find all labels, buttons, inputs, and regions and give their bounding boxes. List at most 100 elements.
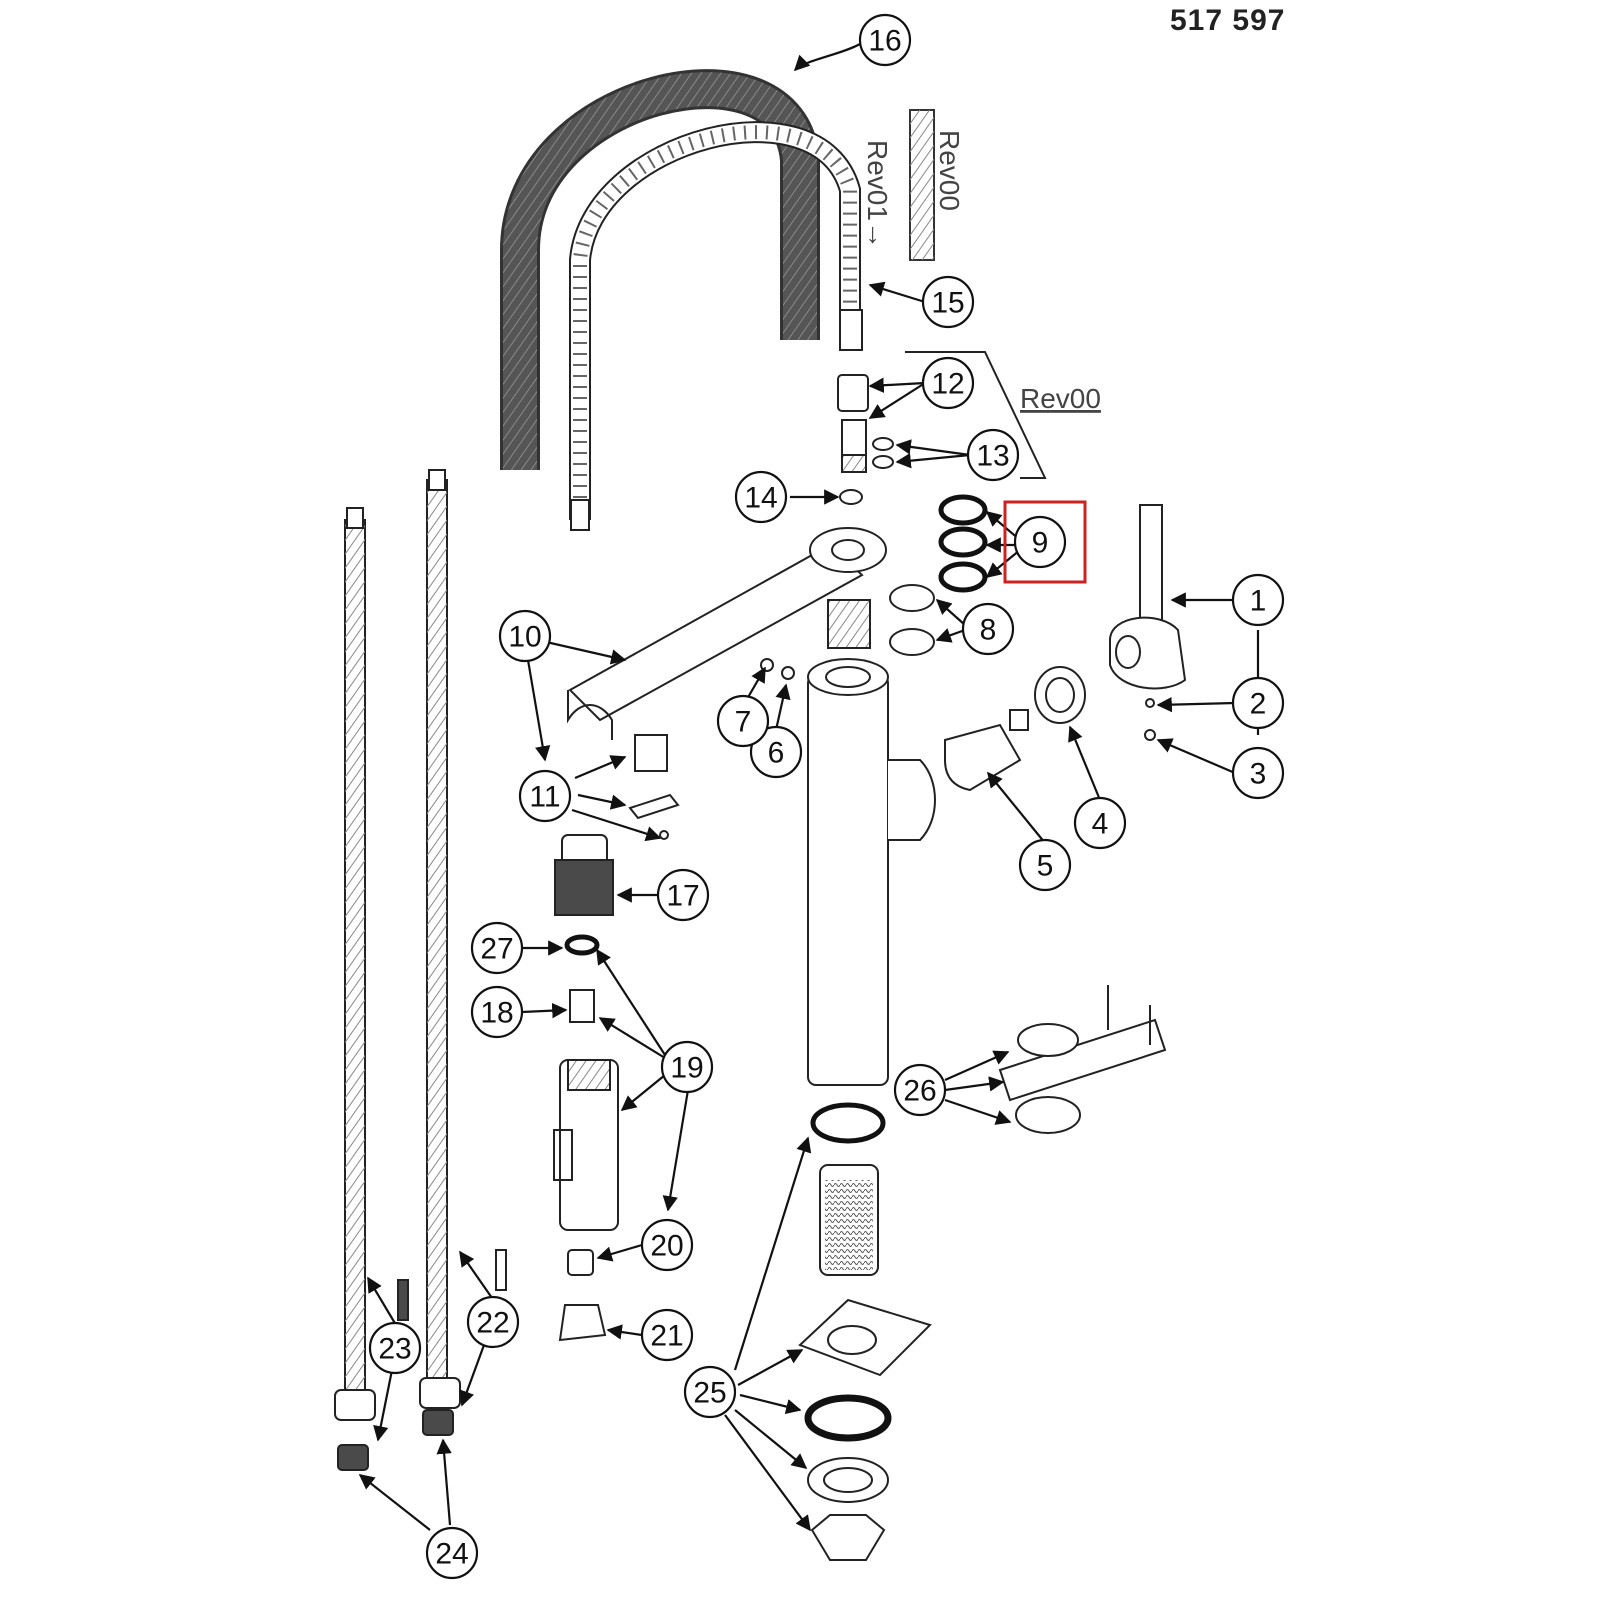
callout-number: 3	[1250, 758, 1267, 791]
rev00-bracket	[905, 351, 1047, 479]
callout-circle	[640, 1308, 694, 1362]
callout-circle	[470, 921, 524, 975]
callout-8: 8	[961, 602, 1015, 656]
callout-7: 7	[716, 694, 770, 748]
callout-circle	[961, 602, 1015, 656]
callout-15: 15	[921, 275, 975, 329]
callout-circle	[470, 985, 524, 1039]
rings-part-8	[889, 584, 935, 656]
callout-1: 1	[1231, 573, 1285, 627]
callout-2: 2	[1231, 676, 1285, 730]
pull-out-hose-part-15	[569, 121, 863, 531]
rev00-label: Rev00	[1020, 383, 1101, 414]
callout-circle	[498, 609, 552, 663]
callout-13: 13	[966, 428, 1020, 482]
hose-spring-rev00	[909, 109, 935, 261]
callout-5: 5	[1018, 838, 1072, 892]
rev00-spring-label: Rev00	[934, 130, 965, 211]
callout-circle	[1013, 515, 1067, 569]
callout-9: 9	[1013, 515, 1067, 569]
callout-circle	[716, 694, 770, 748]
callout-26: 26	[893, 1063, 947, 1117]
callout-number: 25	[693, 1377, 726, 1410]
callout-number: 12	[931, 368, 964, 401]
callout-circle	[1231, 746, 1285, 800]
mounting-parts-25-26	[798, 985, 1167, 1561]
callout-circle	[683, 1365, 737, 1419]
callout-24: 24	[425, 1526, 479, 1580]
callout-number: 19	[670, 1052, 703, 1085]
part-9-highlight	[1003, 500, 1087, 584]
callout-17: 17	[656, 868, 710, 922]
callout-22: 22	[466, 1295, 520, 1349]
callout-circle	[734, 470, 788, 524]
callout-25: 25	[683, 1365, 737, 1419]
callout-12: 12	[921, 356, 975, 410]
callout-number: 4	[1092, 808, 1109, 841]
callout-number: 11	[529, 781, 560, 814]
callout-circle	[1073, 796, 1127, 850]
callout-circle	[518, 769, 572, 823]
callout-circle	[858, 13, 912, 67]
callout-circle	[1018, 838, 1072, 892]
callout-number: 14	[744, 482, 777, 515]
callout-number: 18	[480, 997, 513, 1030]
callout-4: 4	[1073, 796, 1127, 850]
callout-circle	[893, 1063, 947, 1117]
callout-3: 3	[1231, 746, 1285, 800]
aerator-parts-17-21-27	[553, 834, 619, 1342]
o-rings-part-9	[938, 494, 988, 593]
callout-circle	[640, 1218, 694, 1272]
rev01-label: Rev01→	[862, 140, 893, 249]
callout-number: 20	[650, 1230, 683, 1263]
callout-circle	[660, 1040, 714, 1094]
swivel-arm-part-10	[567, 527, 887, 740]
callout-circle	[966, 428, 1020, 482]
spout-sleeve-part-16	[500, 69, 820, 470]
callout-number: 16	[868, 25, 901, 58]
callout-14: 14	[734, 470, 788, 524]
callout-number: 24	[435, 1538, 468, 1571]
document-number: 517 597	[1170, 4, 1286, 37]
callout-16: 16	[858, 13, 912, 67]
handle-cartridge-parts-1-5	[944, 504, 1187, 792]
callout-circle	[921, 356, 975, 410]
callout-circle	[749, 725, 803, 779]
callout-circle	[425, 1526, 479, 1580]
callouts: 1234567891011121314151617181920212223242…	[368, 13, 1285, 1580]
callout-number: 17	[666, 880, 699, 913]
faucet-body	[807, 658, 936, 1086]
callout-number: 26	[903, 1075, 936, 1108]
small-parts-6-7-11	[628, 658, 795, 840]
callout-number: 7	[735, 706, 752, 739]
callout-20: 20	[640, 1218, 694, 1272]
callout-number: 13	[976, 440, 1009, 473]
callout-number: 2	[1250, 688, 1267, 721]
callout-21: 21	[640, 1308, 694, 1362]
callout-number: 27	[480, 933, 513, 966]
callout-number: 9	[1032, 527, 1049, 560]
callout-number: 15	[931, 287, 964, 320]
callout-circle	[1231, 676, 1285, 730]
callout-23: 23	[368, 1321, 422, 1375]
callout-circle	[921, 275, 975, 329]
callout-6: 6	[749, 725, 803, 779]
supply-hoses-parts-22-24	[334, 469, 507, 1471]
callout-number: 23	[378, 1333, 411, 1366]
callout-number: 21	[650, 1320, 683, 1353]
callout-number: 6	[768, 737, 785, 770]
callout-19: 19	[660, 1040, 714, 1094]
callout-number: 1	[1250, 585, 1267, 618]
callout-11: 11	[518, 769, 572, 823]
callout-circle	[1231, 573, 1285, 627]
callout-number: 5	[1037, 850, 1054, 883]
callout-number: 10	[508, 621, 541, 654]
callout-number: 22	[476, 1307, 509, 1340]
callout-27: 27	[470, 921, 524, 975]
callout-number: 8	[980, 614, 997, 647]
connector-parts-12-13-14	[837, 374, 894, 505]
callout-10: 10	[498, 609, 552, 663]
callout-18: 18	[470, 985, 524, 1039]
callout-circle	[368, 1321, 422, 1375]
